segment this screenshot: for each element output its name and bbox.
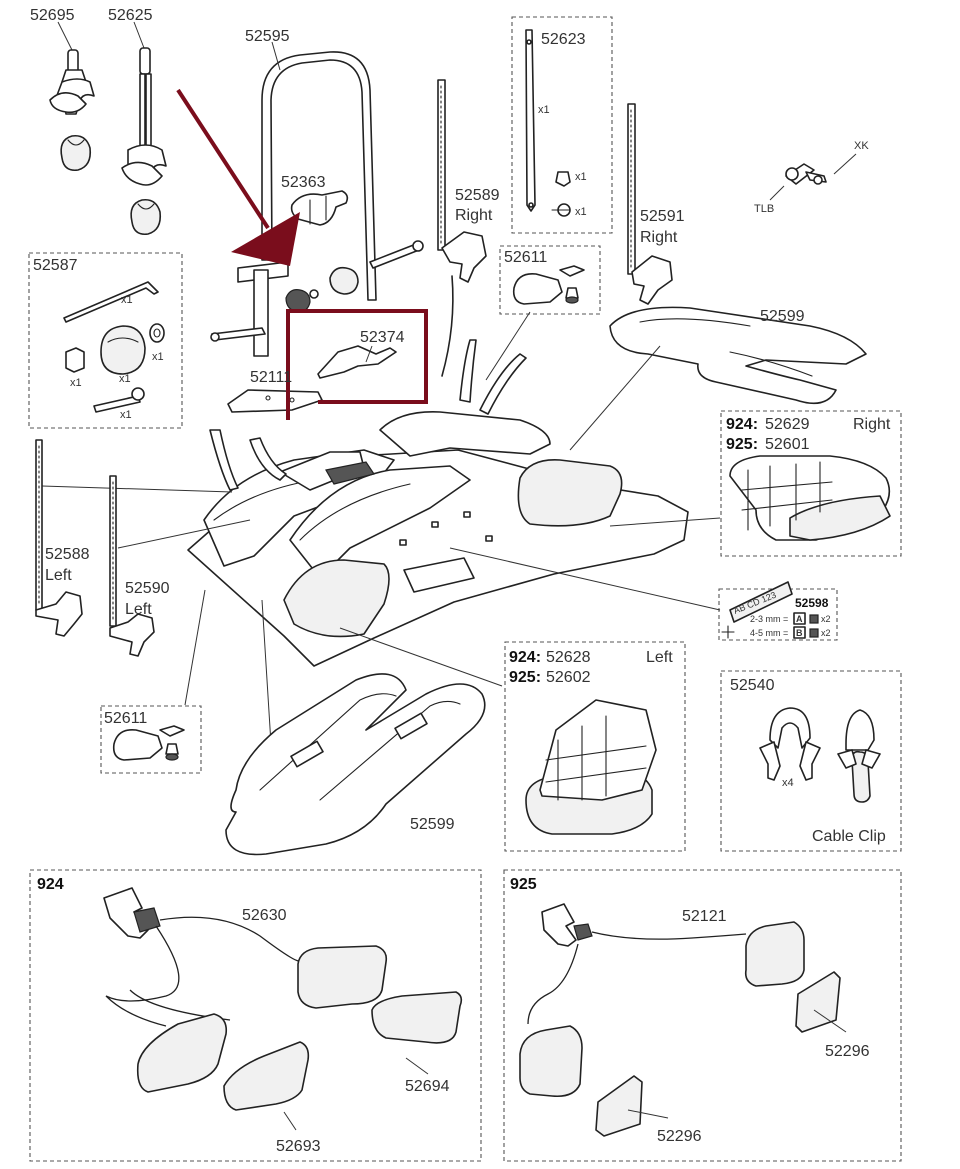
group-box-52540 xyxy=(720,670,902,852)
label-924-right-prefix: 924: xyxy=(726,416,758,433)
label-52601: 52601 xyxy=(765,436,810,453)
stopper-52611-bottom xyxy=(112,725,185,761)
label-xk: XK xyxy=(854,140,869,152)
stopper-52611-top xyxy=(512,265,585,305)
label-52589: 52589 xyxy=(455,187,500,204)
label-52590: 52590 xyxy=(125,580,170,597)
qty-washer-52623: x1 xyxy=(575,206,587,218)
label-52374: 52374 xyxy=(360,329,405,346)
arm-52590-left xyxy=(109,475,155,657)
qty-spacer: x1 xyxy=(70,377,82,389)
label-52296-b: 52296 xyxy=(657,1128,702,1145)
lock-set xyxy=(769,153,857,201)
label-924-left-prefix: 924: xyxy=(509,649,541,666)
label-52599-top: 52599 xyxy=(760,308,805,325)
group-box-52587 xyxy=(28,252,183,429)
label-left: Left xyxy=(646,649,673,666)
plate-b-letter: B xyxy=(796,628,803,638)
highlight-arrow xyxy=(176,88,300,266)
label-52121: 52121 xyxy=(682,908,727,925)
wheel-holder-52625 xyxy=(121,21,167,236)
label-52591-side: Right xyxy=(640,229,678,246)
license-plate-52598 xyxy=(721,581,819,639)
label-52598: 52598 xyxy=(795,596,829,610)
arm-52588-left xyxy=(35,439,83,637)
label-52694: 52694 xyxy=(405,1078,450,1095)
label-52111: 52111 xyxy=(250,369,292,386)
wheel-holder-52695 xyxy=(49,21,95,172)
leader-lines xyxy=(41,311,721,761)
plate-a-letter: A xyxy=(796,614,803,624)
wheel-tray-52599-upper xyxy=(569,306,867,451)
label-52587: 52587 xyxy=(33,257,78,274)
label-set-924: 924 xyxy=(37,876,64,893)
label-52695: 52695 xyxy=(30,7,75,24)
group-box-52611-top xyxy=(499,245,601,315)
group-box-set-925 xyxy=(503,869,902,1162)
group-box-rear-light-right xyxy=(720,410,902,557)
label-cable-clip: Cable Clip xyxy=(812,828,886,845)
label-52611-top: 52611 xyxy=(504,249,547,266)
frame-clamp-upper xyxy=(210,261,289,357)
hardware-set-52587 xyxy=(63,281,165,413)
qty-hex-key: x1 xyxy=(121,294,133,306)
plate-52111 xyxy=(227,389,323,413)
frame-52595 xyxy=(261,41,377,301)
label-52588-side: Left xyxy=(45,567,72,584)
label-52540: 52540 xyxy=(730,677,775,694)
highlight-box xyxy=(286,309,428,420)
qty-bolt: x1 xyxy=(120,409,132,421)
plate-b-text: 4-5 mm = xyxy=(750,628,788,638)
label-52693: 52693 xyxy=(276,1138,321,1155)
label-set-925: 925 xyxy=(510,876,537,893)
label-52595: 52595 xyxy=(245,28,290,45)
plate-b-qty: x2 xyxy=(821,628,831,638)
strap-52623 xyxy=(525,29,571,217)
label-52602: 52602 xyxy=(546,669,591,686)
qty-nut-52623: x1 xyxy=(575,171,587,183)
qty-strap-52623: x1 xyxy=(538,104,550,116)
label-925-right-prefix: 925: xyxy=(726,436,758,453)
arm-52591-right xyxy=(627,103,673,305)
label-52589-side: Right xyxy=(455,207,493,224)
label-right: Right xyxy=(853,416,891,433)
label-52599-bottom: 52599 xyxy=(410,816,455,833)
label-52630: 52630 xyxy=(242,907,287,924)
label-x4: x4 xyxy=(782,777,794,789)
label-925-left-prefix: 925: xyxy=(509,669,541,686)
label-52611-bottom: 52611 xyxy=(104,710,147,727)
qty-washer: x1 xyxy=(152,351,164,363)
arm-52589-right xyxy=(437,79,487,377)
label-52590-side: Left xyxy=(125,601,152,618)
wiring-set-924 xyxy=(103,887,463,1131)
cable-clip-52540 xyxy=(759,707,881,803)
carrier-main-body xyxy=(187,339,689,667)
group-box-set-924 xyxy=(29,869,482,1162)
label-52296-a: 52296 xyxy=(825,1043,870,1060)
label-tlb: TLB xyxy=(754,203,774,215)
bracket-52363 xyxy=(290,190,349,226)
plate-a-text: 2-3 mm = xyxy=(750,614,788,624)
group-box-52623 xyxy=(511,16,613,234)
rear-light-left xyxy=(525,699,657,835)
label-52363: 52363 xyxy=(281,174,326,191)
label-52628: 52628 xyxy=(546,649,591,666)
group-box-52611-bottom xyxy=(100,705,202,774)
rear-light-right xyxy=(729,455,891,541)
label-52623: 52623 xyxy=(541,31,586,48)
plate-a-qty: x2 xyxy=(821,614,831,624)
label-52629: 52629 xyxy=(765,416,810,433)
clamp-bolt-and-knob xyxy=(285,240,424,313)
label-52591: 52591 xyxy=(640,208,685,225)
wheel-tray-52599-lower xyxy=(225,673,486,856)
qty-knob: x1 xyxy=(119,373,131,385)
label-52588: 52588 xyxy=(45,546,90,563)
part-labels: 52695 52625 52595 52623 52363 52589 Righ… xyxy=(30,7,891,1155)
wiring-set-925 xyxy=(519,903,847,1137)
group-box-rear-light-left xyxy=(504,641,686,852)
adapter-52374 xyxy=(317,345,397,379)
label-52625: 52625 xyxy=(108,7,153,24)
